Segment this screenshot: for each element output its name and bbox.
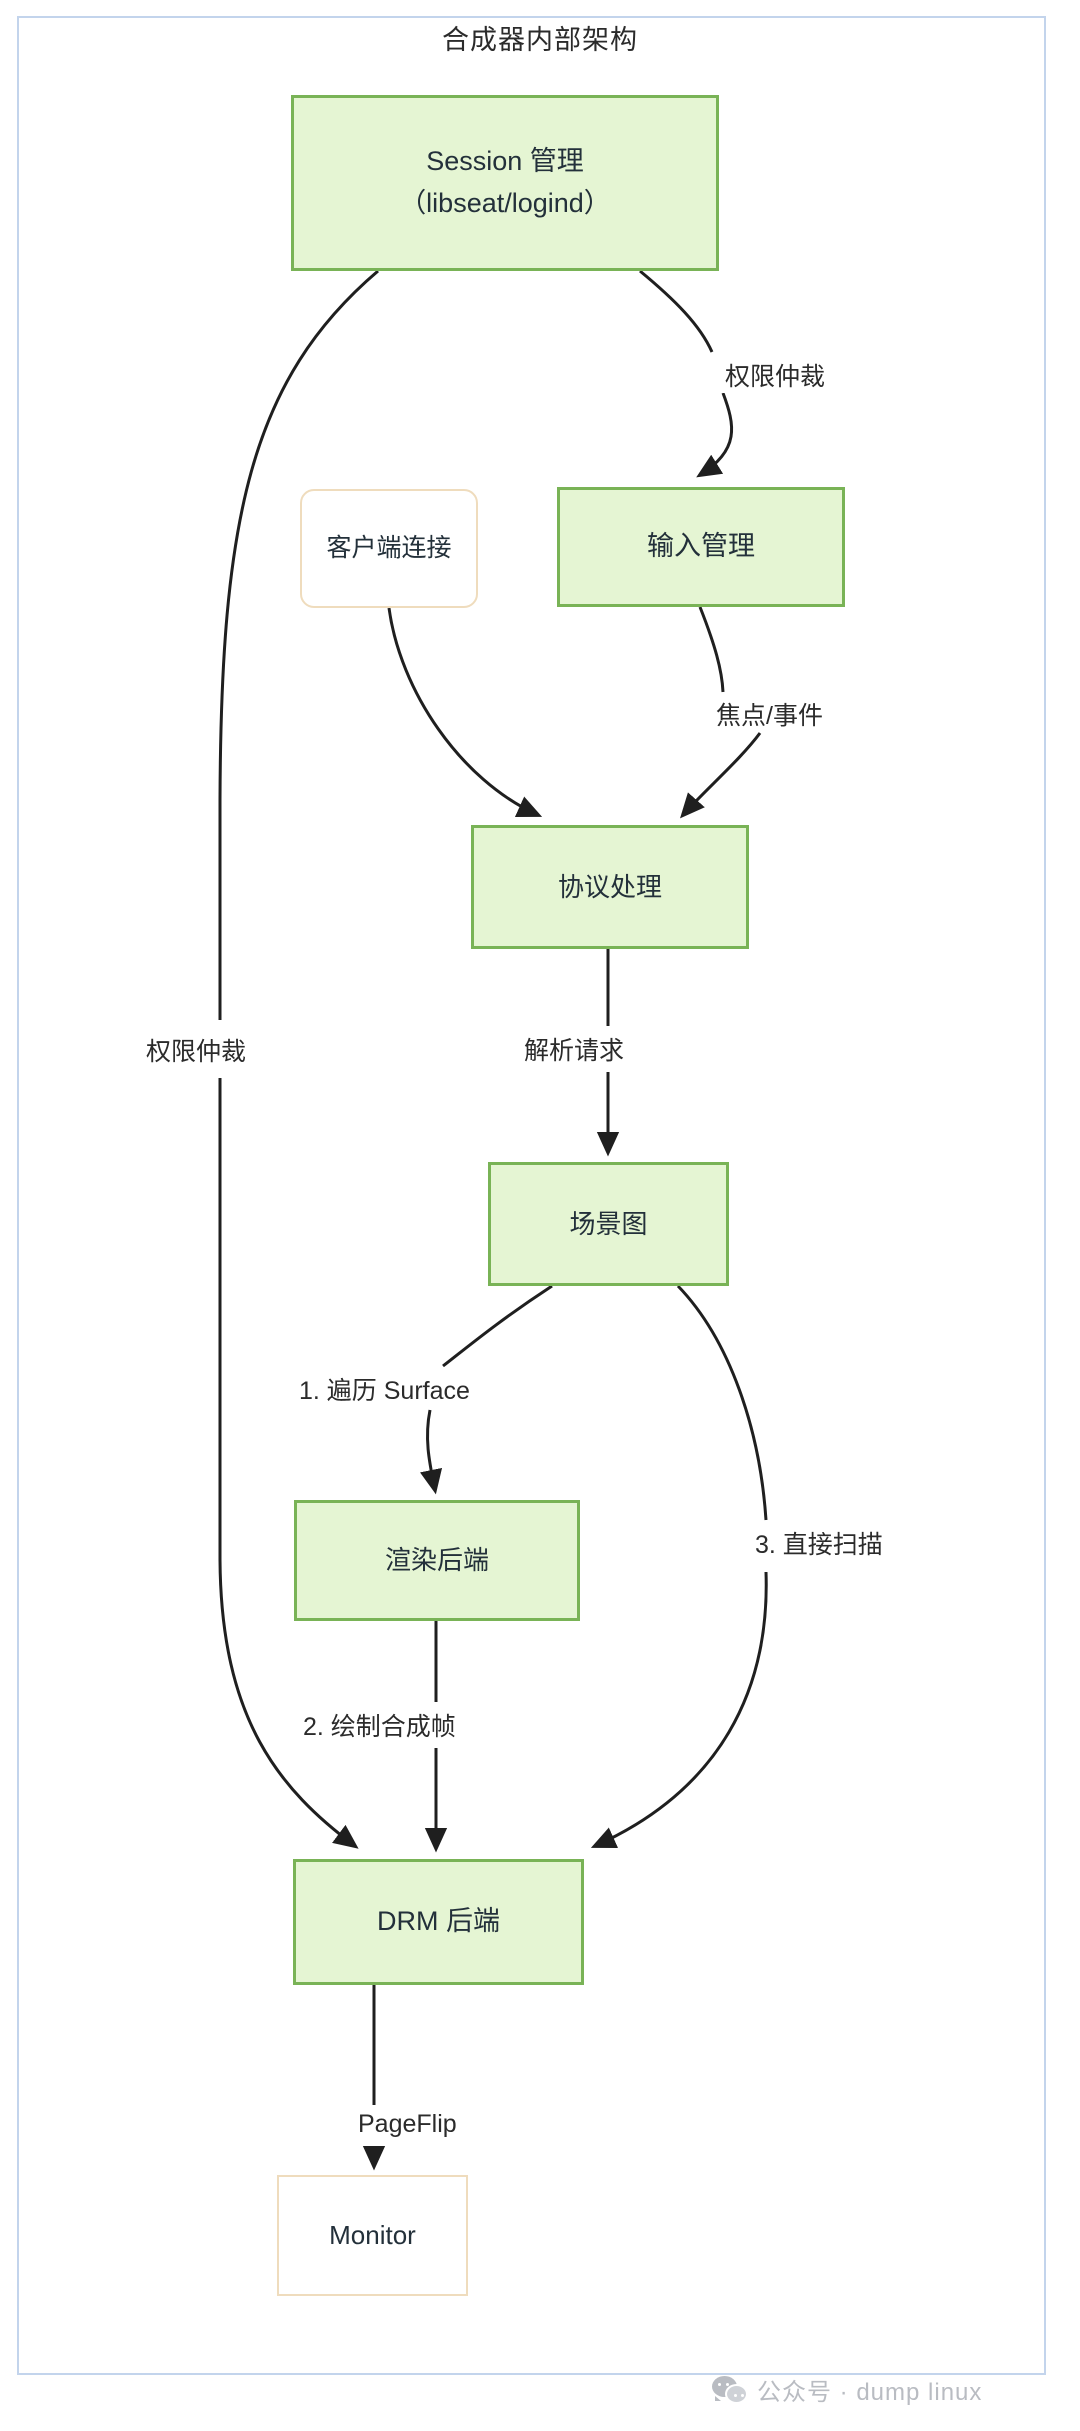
edge-label-parse-request: 解析请求 <box>521 1031 628 1067</box>
page-title: 合成器内部架构 <box>442 25 638 55</box>
node-protocol-handling-label: 协议处理 <box>557 871 662 902</box>
edge-label-focus-event: 焦点/事件 <box>713 696 826 732</box>
node-render-backend[interactable]: 渲染后端 <box>294 1500 580 1621</box>
node-session-management-line2: （libseat/logind） <box>399 188 611 218</box>
node-scene-graph[interactable]: 场景图 <box>488 1162 729 1286</box>
edge-label-arbitration-left: 权限仲裁 <box>143 1032 250 1068</box>
node-input-management-label: 输入管理 <box>647 531 755 562</box>
wechat-icon <box>712 2375 748 2404</box>
node-drm-backend-label: DRM 后端 <box>377 1906 500 1937</box>
node-drm-backend[interactable]: DRM 后端 <box>293 1859 584 1985</box>
node-client-connection-label: 客户端连接 <box>326 534 452 563</box>
node-scene-graph-label: 场景图 <box>569 1208 648 1239</box>
node-monitor-label: Monitor <box>329 2220 416 2251</box>
watermark: 公众号 · dump linux <box>712 2372 982 2407</box>
node-input-management[interactable]: 输入管理 <box>557 487 845 607</box>
watermark-text: 公众号 · dump linux <box>757 2379 983 2406</box>
edge-label-direct-scan: 3. 直接扫描 <box>752 1525 886 1561</box>
node-monitor[interactable]: Monitor <box>277 2175 468 2296</box>
node-protocol-handling[interactable]: 协议处理 <box>471 825 749 949</box>
edge-label-traverse-surface: 1. 遍历 Surface <box>296 1371 473 1407</box>
node-session-management[interactable]: Session 管理 （libseat/logind） <box>291 95 719 271</box>
edge-label-draw-frame: 2. 绘制合成帧 <box>300 1707 459 1743</box>
edge-label-arbitration-right: 权限仲裁 <box>722 357 829 393</box>
node-render-backend-label: 渲染后端 <box>384 1545 489 1576</box>
node-session-management-line1: Session 管理 <box>426 146 584 177</box>
edge-label-pageflip: PageFlip <box>355 2110 460 2139</box>
node-client-connection[interactable]: 客户端连接 <box>300 489 478 608</box>
